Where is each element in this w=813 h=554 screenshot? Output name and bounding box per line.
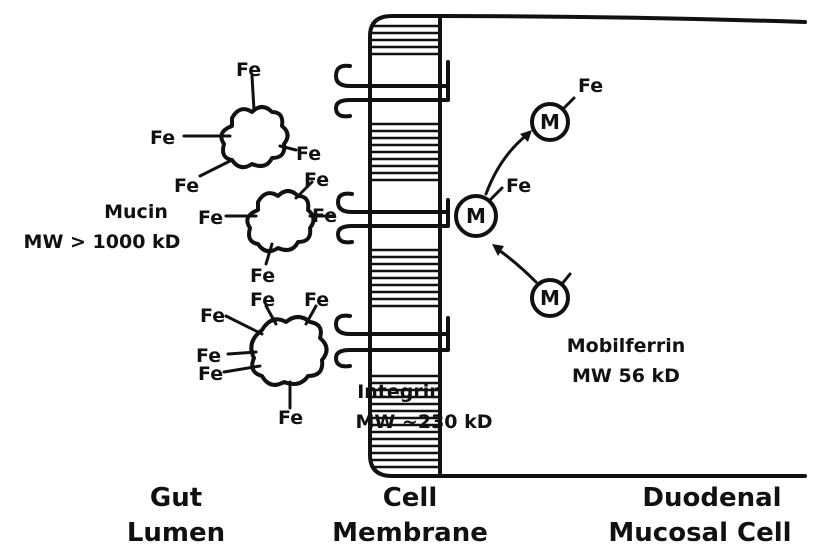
fe-label: Fe xyxy=(198,207,223,229)
transfer-arrows xyxy=(484,130,538,284)
mobilferrin-symbol: M xyxy=(540,286,560,310)
fe-label: Fe xyxy=(312,205,337,227)
arrow-head-up xyxy=(520,130,532,142)
mobilferrin-bound: M Fe xyxy=(454,175,531,238)
mucin-molecule-1: Fe Fe Fe Fe xyxy=(150,59,321,197)
integrin-receptors xyxy=(334,60,450,369)
fe-label: Fe xyxy=(304,289,329,311)
region-cell-label: Cell xyxy=(383,483,438,513)
fe-label: Fe xyxy=(150,127,175,149)
fe-label: Fe xyxy=(250,289,275,311)
arrow-head-in xyxy=(492,244,504,256)
mobilferrin-symbol: M xyxy=(466,204,486,228)
mucin-name: Mucin xyxy=(104,201,168,223)
region-mucosal-cell-label: Mucosal Cell xyxy=(608,518,791,548)
mucin-molecule-3: Fe Fe Fe Fe Fe Fe xyxy=(196,289,329,429)
region-gut-label: Gut xyxy=(150,483,202,513)
region-membrane-label: Membrane xyxy=(332,518,488,548)
fe-label: Fe xyxy=(278,407,303,429)
mucin-mw: MW > 1000 kD xyxy=(24,231,181,253)
fe-label: Fe xyxy=(198,363,223,385)
mobilferrin-name: Mobilferrin xyxy=(567,335,686,357)
fe-label: Fe xyxy=(578,75,603,97)
integrin-mw: MW ~230 kD xyxy=(355,411,492,433)
mobilferrin-symbol: M xyxy=(540,110,560,134)
fe-label: Fe xyxy=(506,175,531,197)
region-lumen-label: Lumen xyxy=(127,518,225,548)
fe-label: Fe xyxy=(250,265,275,287)
fe-label: Fe xyxy=(196,345,221,367)
integrin-name: Integrin xyxy=(357,381,443,403)
mobilferrin-mw: MW 56 kD xyxy=(572,365,680,387)
cell-membrane-bilayer xyxy=(372,24,438,469)
mucin-molecule-2: Fe Fe Fe Fe xyxy=(198,169,337,287)
mobilferrin-lower: M xyxy=(530,272,572,318)
fe-label: Fe xyxy=(296,143,321,165)
mobilferrin-upper: M Fe xyxy=(530,75,603,142)
fe-label: Fe xyxy=(174,175,199,197)
fe-label: Fe xyxy=(200,305,225,327)
region-duodenal-label: Duodenal xyxy=(642,483,781,513)
fe-label: Fe xyxy=(304,169,329,191)
fe-label: Fe xyxy=(236,59,261,81)
